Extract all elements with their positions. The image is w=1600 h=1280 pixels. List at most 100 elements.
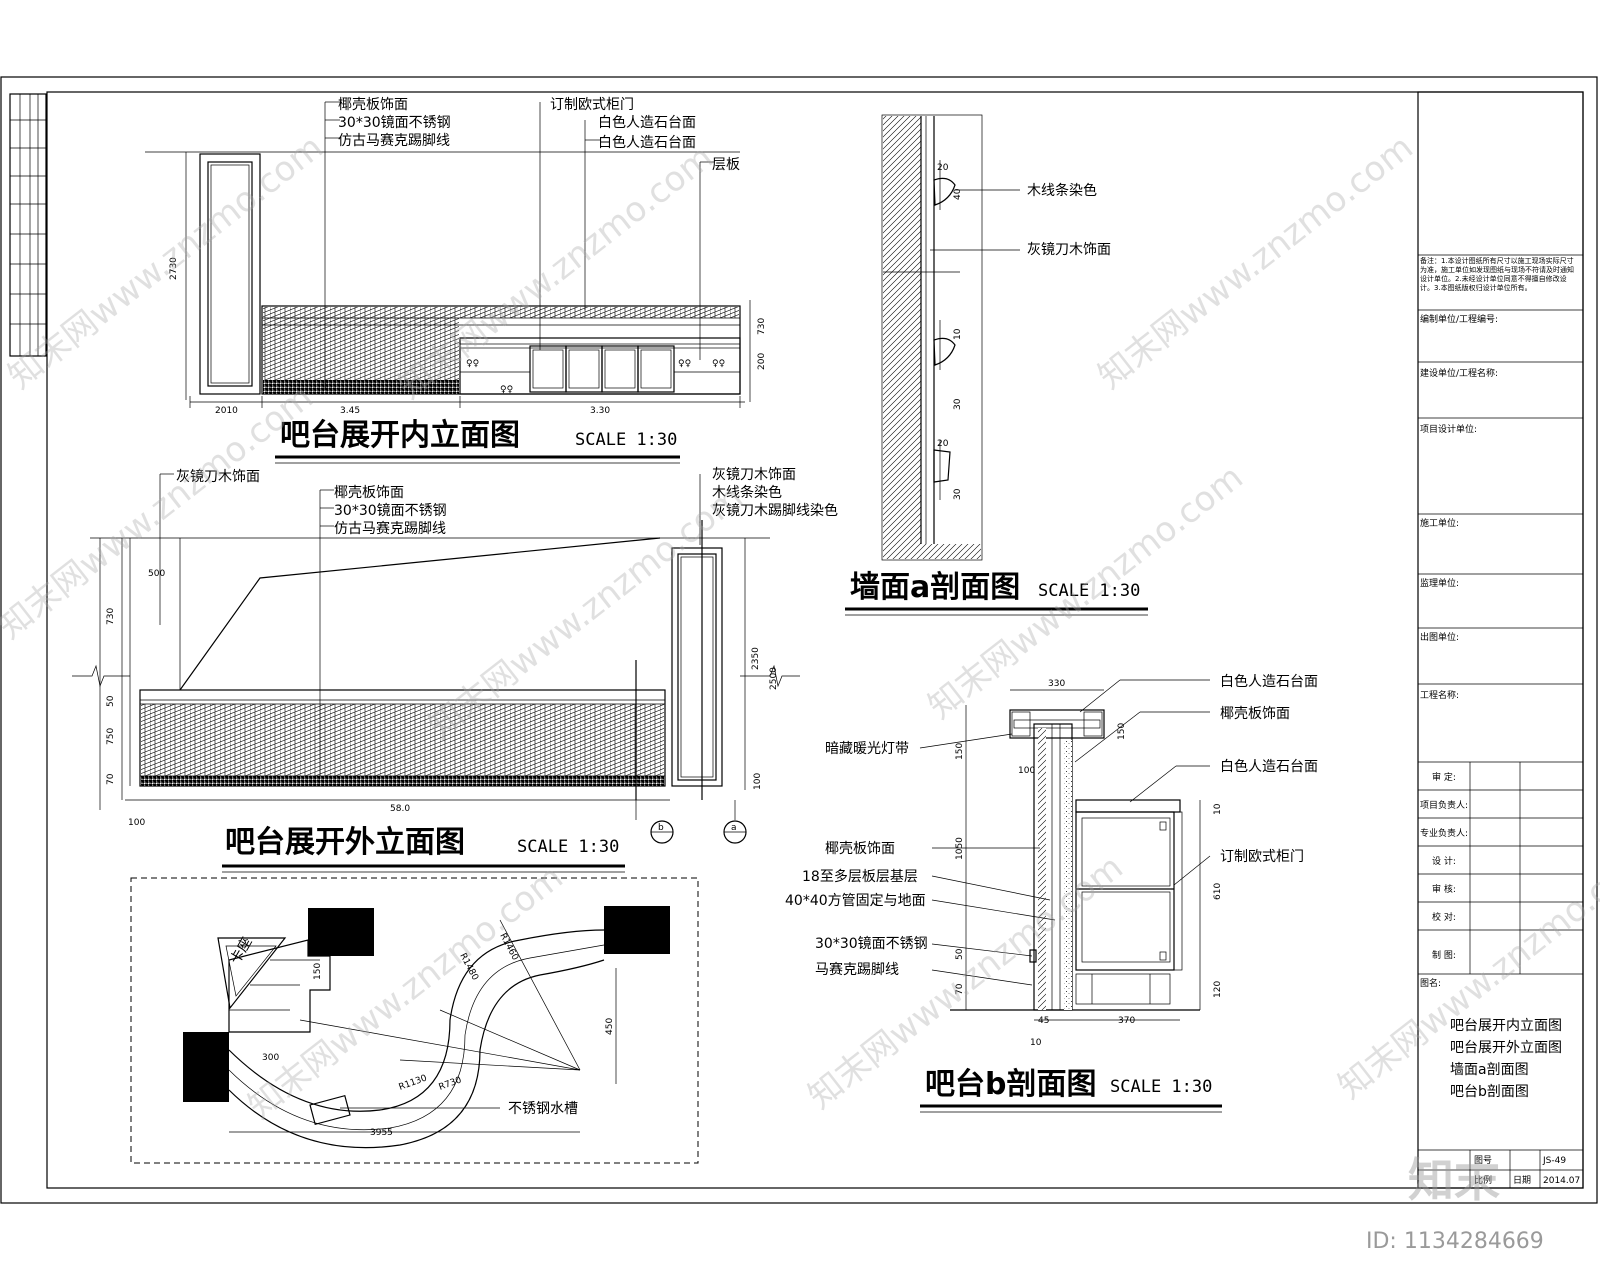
inner-callout-3: 仿古马赛克踢脚线 <box>338 133 450 149</box>
inner-cabinets <box>459 337 741 395</box>
wall-callout-2: 灰镜刀木饰面 <box>1027 242 1111 258</box>
bar-curve-inner <box>228 929 605 1112</box>
wood-molding-mid <box>933 337 956 366</box>
corner-seat <box>217 937 287 1010</box>
tb-field-7: 工程名称: <box>1420 689 1459 701</box>
inner-elevation-scale: SCALE 1:30 <box>575 430 677 450</box>
sig-row-2: 项目负责人: <box>1420 799 1468 811</box>
wall-hatch <box>883 116 921 544</box>
plan-dim-r3: R1130 <box>398 1073 429 1092</box>
outer-dim-j: 100 <box>128 818 145 828</box>
bar-section-title: 吧台b剖面图 <box>925 1067 1096 1102</box>
wall-dim-b: 40 <box>953 188 963 200</box>
outer-callout-1: 灰镜刀木饰面 <box>176 469 260 485</box>
bar-callout-l1: 暗藏暖光灯带 <box>825 741 909 757</box>
inner-dim-d: 730 <box>757 318 767 335</box>
sig-row-6: 校 对: <box>1432 911 1456 923</box>
inner-callout-2: 30*30镜面不锈钢 <box>338 115 451 131</box>
bar-curve-outer <box>228 959 605 1149</box>
outer-elevation-title: 吧台展开外立面图 <box>225 825 465 860</box>
bar-dim-i: 70 <box>955 983 965 995</box>
inner-callout-7: 层板 <box>712 157 740 173</box>
drawing-name-1: 吧台展开内立面图 <box>1450 1018 1562 1034</box>
tb-cell-5: 2014.07 <box>1543 1176 1580 1186</box>
bar-callout-l6: 马赛克踢脚线 <box>815 962 899 978</box>
bar-callout-r4: 订制欧式柜门 <box>1220 849 1304 865</box>
bar-callout-r1: 白色人造石台面 <box>1220 673 1318 690</box>
svg-text:♀♀: ♀♀ <box>466 359 479 369</box>
wood-molding-top <box>933 177 956 206</box>
sig-row-3: 专业负责人: <box>1420 827 1468 839</box>
bar-dim-k: 370 <box>1118 1016 1135 1026</box>
outer-elevation-scale: SCALE 1:30 <box>517 837 619 857</box>
tb-cell-4: 日期 <box>1513 1175 1531 1186</box>
outer-callout-2: 椰壳板饰面 <box>334 484 404 501</box>
inner-mosaic-skirting <box>263 380 459 394</box>
column-1 <box>308 908 374 956</box>
inner-callout-6: 白色人造石台面 <box>598 134 696 151</box>
outer-brick-wall <box>141 704 664 776</box>
outer-dim-g: 2500 <box>769 667 779 690</box>
outer-callout-4: 仿古马赛克踢脚线 <box>334 521 446 537</box>
inner-dim-e: 200 <box>757 353 767 370</box>
plan-dim-w: 3955 <box>370 1128 393 1138</box>
plan-dim-r4: R730 <box>438 1075 464 1093</box>
drawing-name-3: 墙面a剖面图 <box>1450 1062 1529 1078</box>
outer-tall-panel <box>671 547 723 787</box>
revision-strip <box>9 93 47 357</box>
inner-callout-4: 订制欧式柜门 <box>550 97 634 113</box>
bar-callout-l2: 椰壳板饰面 <box>825 840 895 857</box>
bar-callout-r3: 白色人造石台面 <box>1220 758 1318 775</box>
inner-dim-c: 3.30 <box>590 406 610 416</box>
inner-callout-5: 白色人造石台面 <box>598 114 696 131</box>
plan-dim-y: 150 <box>313 963 323 980</box>
bar-callout-l5: 30*30镜面不锈钢 <box>815 936 928 952</box>
inner-elevation: ♀♀ ♀♀ ♀♀ ♀♀ 2730 2010 3.45 3.30 730 200 … <box>145 96 767 464</box>
outer-callout-6: 木线条染色 <box>712 484 782 501</box>
bar-dim-c: 100 <box>1018 766 1035 776</box>
inner-dim-a: 2010 <box>215 406 238 416</box>
outer-dim-f: 2350 <box>751 647 761 670</box>
outer-mosaic-skirting <box>141 776 664 786</box>
svg-text:♀♀: ♀♀ <box>500 385 513 395</box>
wall-callout-1: 木线条染色 <box>1027 182 1097 199</box>
outer-dim-a: 730 <box>106 608 116 625</box>
drawing-label: 图名: <box>1420 977 1441 989</box>
bar-dim-e: 10 <box>1213 803 1223 815</box>
tb-field-5: 监理单位: <box>1420 577 1459 589</box>
wall-dim-f: 30 <box>953 488 963 500</box>
sig-row-5: 审 核: <box>1432 883 1456 895</box>
bar-dim-d: 1050 <box>955 837 965 860</box>
bar-plan: 卡座 不锈钢水槽 R1460 R1480 R1130 R730 450 3955… <box>130 877 699 1164</box>
tb-field-3: 项目设计单位: <box>1420 423 1477 435</box>
bar-dim-f: 610 <box>1213 883 1223 900</box>
outer-callout-7: 灰镜刀木踢脚线染色 <box>712 502 838 519</box>
watermark-id: ID: 1134284669 <box>1366 1229 1544 1254</box>
plan-callout: 不锈钢水槽 <box>508 1101 578 1117</box>
plan-dim-x: 300 <box>262 1053 279 1063</box>
bar-dim-j: 45 <box>1038 1016 1049 1026</box>
bar-dim-top: 330 <box>1048 679 1065 689</box>
wall-dim-a: 20 <box>937 163 949 173</box>
tb-cell-1: 图号 <box>1474 1155 1492 1166</box>
svg-text:b: b <box>658 823 664 833</box>
title-notes: 备注：1.本设计图纸所有尺寸以施工现场实际尺寸为准，施工单位如发现图纸与现场不符… <box>1420 257 1574 292</box>
sig-row-7: 制 图: <box>1432 949 1456 961</box>
svg-text:a: a <box>731 823 737 833</box>
outer-dim-d: 70 <box>106 773 116 785</box>
bar-callout-l3: 18至多层板层基层 <box>802 868 918 885</box>
tb-cell-3: 比例 <box>1474 1174 1492 1186</box>
outer-frame <box>0 76 1598 1204</box>
outer-dim-h: 100 <box>753 773 763 790</box>
tb-field-4: 施工单位: <box>1420 517 1459 529</box>
inner-frame <box>46 91 1584 1189</box>
bar-dim-g: 120 <box>1213 981 1223 998</box>
inner-elevation-title: 吧台展开内立面图 <box>280 418 520 453</box>
watermarks: 知末网www.znzmo.com 知末网www.znzmo.com 知末网www… <box>0 127 1600 1254</box>
plan-dim-v: 450 <box>605 1018 615 1035</box>
inner-dim-height: 2730 <box>169 257 179 280</box>
bar-dim-h: 50 <box>955 948 965 960</box>
plan-seat-label: 卡座 <box>228 935 256 967</box>
outer-dim-i: 58.0 <box>390 804 410 814</box>
